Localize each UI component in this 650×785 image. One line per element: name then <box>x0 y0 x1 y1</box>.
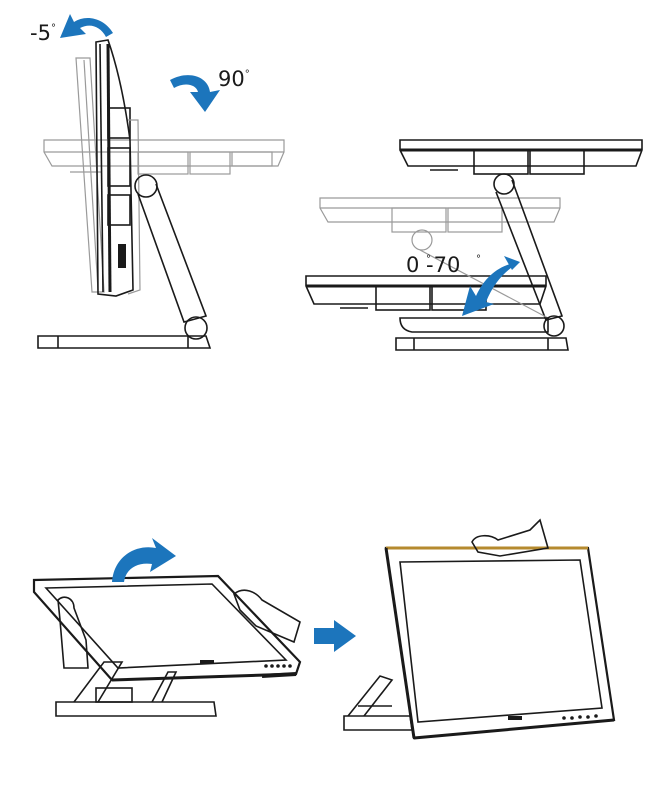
upper-hinge <box>493 173 515 195</box>
rotate-panel <box>32 574 302 717</box>
lowered-monitor <box>305 275 547 311</box>
ghost-tilted-monitor <box>75 57 105 293</box>
tilt-back-arrow-icon <box>60 14 113 38</box>
next-step-arrow-icon <box>314 620 356 652</box>
tilt-back-label: -5° <box>30 21 56 45</box>
tilted-monitor <box>32 574 302 682</box>
stand-base <box>37 335 212 349</box>
height-arrow-icon <box>462 256 520 316</box>
upright-front-monitor <box>384 546 616 740</box>
height-stand-base <box>395 337 569 351</box>
left-hand <box>57 596 89 669</box>
ghost-mid-monitor <box>319 197 561 251</box>
rotate-stand <box>55 701 217 717</box>
upright-panel <box>343 518 616 740</box>
tilt-panel <box>37 39 285 349</box>
rotate-arrow-icon <box>112 538 176 582</box>
ghost-flat-monitor <box>43 139 285 175</box>
right-hand <box>233 589 301 644</box>
degree-mark-1: ° <box>426 254 431 265</box>
lower-arm <box>399 317 549 333</box>
degree-mark-2: ° <box>476 254 481 265</box>
height-arm <box>495 179 564 321</box>
height-range-label: 0 -70 <box>406 253 460 277</box>
tilt-forward-arrow-icon <box>170 75 220 112</box>
upright-monitor <box>95 39 141 297</box>
stand-arm <box>137 183 208 323</box>
height-panel <box>305 139 643 351</box>
tilt-forward-label: 90° <box>218 67 250 91</box>
top-hand <box>471 518 550 557</box>
raised-monitor <box>399 139 643 175</box>
